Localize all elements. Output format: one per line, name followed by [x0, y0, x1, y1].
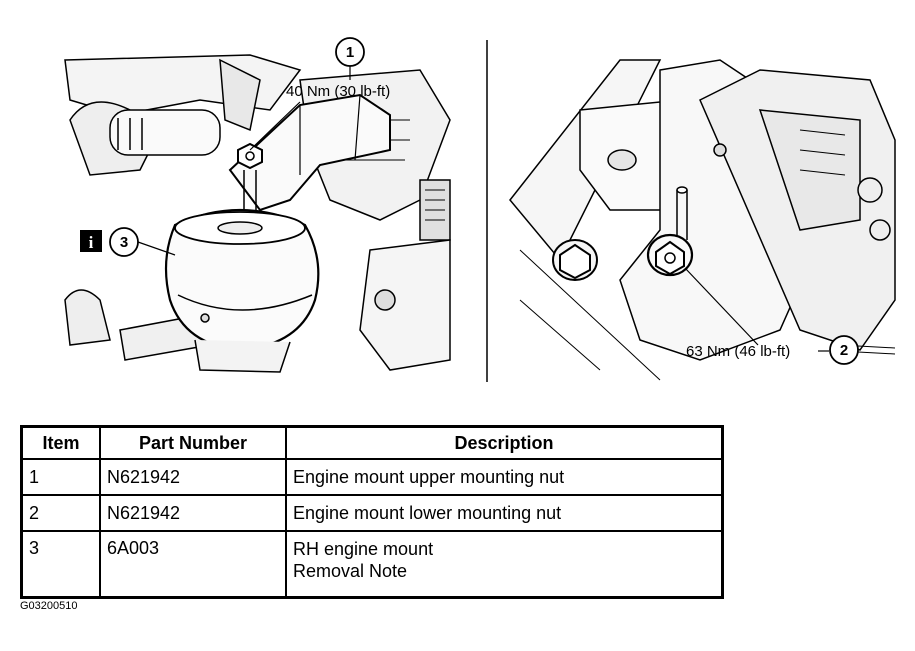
cell-description: Engine mount upper mounting nut — [285, 458, 724, 496]
callout-2-number: 2 — [840, 342, 848, 359]
cell-item: 2 — [20, 494, 101, 532]
cell-part-number: N621942 — [99, 458, 287, 496]
cell-part-number: N621942 — [99, 494, 287, 532]
table-row: 2 N621942 Engine mount lower mounting nu… — [20, 494, 724, 532]
cell-part-number: 6A003 — [99, 530, 287, 599]
callout-3-number: 3 — [120, 234, 128, 251]
table-row: 3 6A003 RH engine mount Removal Note — [20, 530, 724, 599]
engine-mount-illustration: 1 40 Nm (30 lb-ft) i 3 63 Nm (46 lb-ft) — [64, 37, 896, 382]
parts-table: Item Part Number Description 1 N621942 E… — [20, 425, 724, 599]
header-part-number: Part Number — [99, 425, 287, 460]
description-line: RH engine mount — [293, 539, 434, 559]
callout-1-number: 1 — [346, 44, 354, 61]
callout-1-torque: 40 Nm (30 lb-ft) — [286, 83, 390, 100]
table-header-row: Item Part Number Description — [20, 425, 724, 460]
cell-description: RH engine mount Removal Note — [285, 530, 724, 599]
svg-text:i: i — [89, 233, 94, 252]
figure-id: G03200510 — [20, 600, 78, 612]
removal-note-link[interactable]: Removal Note — [293, 561, 408, 581]
right-view — [509, 59, 896, 381]
table-row: 1 N621942 Engine mount upper mounting nu… — [20, 458, 724, 496]
info-icon — [80, 230, 102, 252]
cell-item: 1 — [20, 458, 101, 496]
callout-2-torque: 63 Nm (46 lb-ft) — [686, 343, 790, 360]
header-description: Description — [285, 425, 724, 460]
cell-description: Engine mount lower mounting nut — [285, 494, 724, 532]
header-item: Item — [20, 425, 101, 460]
left-view — [64, 54, 451, 373]
cell-item: 3 — [20, 530, 101, 599]
